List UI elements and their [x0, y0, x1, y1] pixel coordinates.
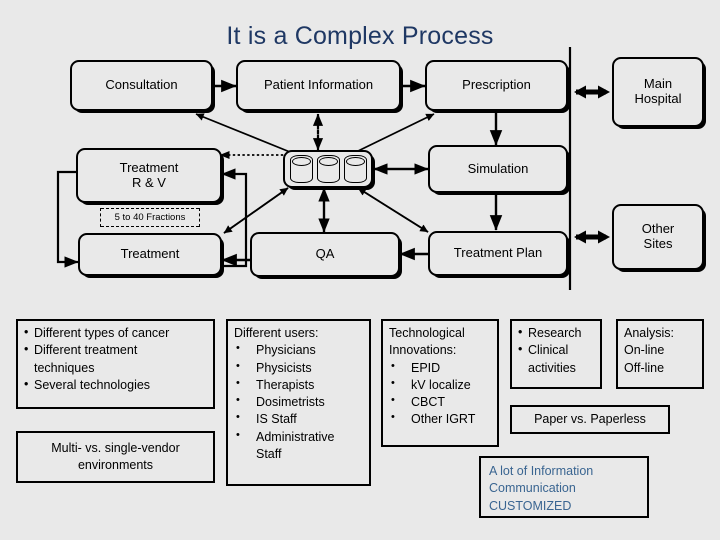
node-treatment-label: Treatment — [120, 246, 180, 262]
list-item: Administrative — [234, 427, 363, 446]
flow-connectors: Treatment R&V --> — [56, 47, 610, 290]
database-icon — [285, 155, 371, 183]
node-treatment-plan-label: Treatment Plan — [453, 245, 543, 261]
node-treatment-rv-line1: Treatment — [119, 159, 179, 175]
node-patient-information[interactable]: Patient Information — [236, 60, 401, 111]
list-item: Research — [518, 324, 594, 342]
page-title: It is a Complex Process — [226, 22, 494, 50]
note-complexity[interactable]: Different types of cancer Different trea… — [16, 319, 215, 409]
node-treatment-plan[interactable]: Treatment Plan — [428, 231, 568, 276]
node-treatment-rv-line2: R & V — [132, 174, 166, 190]
list-item: Therapists — [234, 376, 363, 394]
users-header: Different users: — [234, 326, 319, 340]
fractions-top-rule — [101, 208, 199, 209]
node-other-sites-line2: Sites — [643, 236, 673, 251]
note-paper[interactable]: Paper vs. Paperless — [510, 405, 670, 434]
list-item: Several technologies — [24, 376, 207, 394]
node-simulation-label: Simulation — [467, 160, 529, 176]
node-patient-information-label: Patient Information — [263, 77, 374, 93]
information-line1: A lot of Information — [489, 464, 594, 478]
node-database[interactable] — [283, 150, 373, 188]
research-list: Research Clinical activities — [518, 324, 594, 377]
node-consultation-label: Consultation — [105, 77, 178, 93]
list-item: Clinical — [518, 341, 594, 359]
note-technology[interactable]: Technological Innovations: EPID kV local… — [381, 319, 499, 447]
information-line2: Communication — [489, 481, 576, 496]
fractions-bottom-rule — [101, 226, 199, 227]
node-consultation[interactable]: Consultation — [70, 60, 213, 111]
note-research[interactable]: Research Clinical activities — [510, 319, 602, 389]
list-item: Physicians — [234, 341, 363, 359]
node-other-sites[interactable]: Other Sites — [612, 204, 704, 270]
note-analysis[interactable]: Analysis: On-line Off-line — [616, 319, 704, 389]
list-item: activities — [528, 360, 576, 375]
list-item: Other IGRT — [389, 410, 491, 428]
node-main-hospital-line1: Main — [643, 76, 673, 92]
node-treatment-rv[interactable]: Treatment R & V — [76, 148, 222, 203]
node-main-hospital[interactable]: Main Hospital — [612, 57, 704, 127]
paper-label: Paper vs. Paperless — [534, 411, 646, 426]
cylinder-icon — [289, 155, 313, 183]
node-treatment[interactable]: Treatment — [78, 233, 222, 276]
information-line3: CUSTOMIZED — [489, 498, 572, 513]
note-information[interactable]: A lot of Information Communication CUSTO… — [479, 456, 649, 518]
node-prescription-label: Prescription — [462, 77, 531, 93]
node-prescription[interactable]: Prescription — [425, 60, 568, 111]
vendor-line2: environments — [77, 458, 154, 472]
node-simulation[interactable]: Simulation — [428, 145, 568, 193]
list-item: CBCT — [389, 393, 491, 411]
technology-header-line1: Technological — [389, 326, 465, 340]
users-list: Physicians Physicists Therapists Dosimet… — [234, 341, 363, 463]
analysis-line1: Analysis: — [624, 326, 675, 340]
list-item: EPID — [389, 358, 491, 377]
list-item: IS Staff — [234, 410, 363, 428]
list-item: Different types of cancer — [24, 324, 207, 342]
list-item: techniques — [34, 360, 95, 375]
list-item: Physicists — [234, 358, 363, 377]
list-item: Different treatment — [24, 341, 207, 359]
complexity-list: Different types of cancer Different trea… — [24, 324, 207, 394]
cylinder-icon — [316, 155, 340, 183]
technology-header-line2: Innovations: — [389, 343, 457, 358]
fractions-annotation: 5 to 40 Fractions — [100, 208, 200, 227]
node-other-sites-line1: Other — [641, 221, 675, 237]
node-qa-label: QA — [315, 246, 335, 262]
node-qa[interactable]: QA — [250, 232, 400, 277]
node-main-hospital-line2: Hospital — [634, 91, 682, 106]
note-users[interactable]: Different users: Physicians Physicists T… — [226, 319, 371, 486]
list-item: Dosimetrists — [234, 393, 363, 411]
list-item: Staff — [256, 446, 282, 461]
note-vendor[interactable]: Multi- vs. single-vendor environments — [16, 431, 215, 483]
analysis-line2: On-line — [624, 343, 665, 358]
fractions-label: 5 to 40 Fractions — [114, 212, 186, 223]
technology-list: EPID kV localize CBCT Other IGRT — [389, 358, 491, 429]
list-item: kV localize — [389, 376, 491, 394]
analysis-line3: Off-line — [624, 360, 665, 375]
cylinder-icon — [343, 155, 367, 183]
vendor-line1: Multi- vs. single-vendor — [51, 440, 180, 455]
